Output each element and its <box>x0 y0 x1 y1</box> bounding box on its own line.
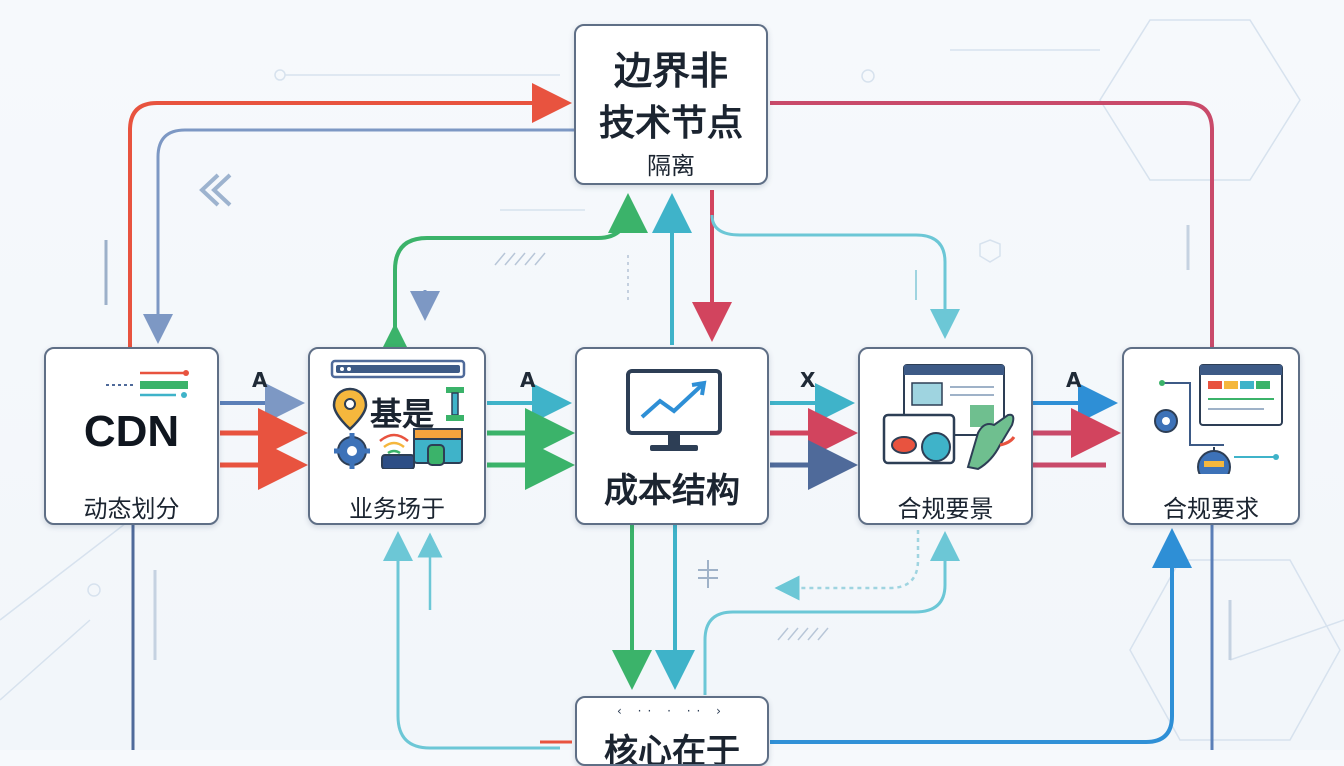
stacked-arrows-icon <box>199 173 232 207</box>
node-compliance-scene[interactable]: 合规要景 <box>858 347 1033 525</box>
node-req-label: 合规要求 <box>1163 495 1259 523</box>
compliance-scene-illustration <box>882 364 1016 471</box>
compliance-req-illustration <box>1154 364 1283 474</box>
node-top-line3: 隔离 <box>647 152 695 180</box>
edge-top-to-compliance-req <box>770 101 1214 350</box>
node-scene-label: 合规要景 <box>897 495 994 523</box>
edge-core-to-scene <box>703 531 960 695</box>
gear-icon <box>334 433 370 469</box>
node-cdn-subtitle: 动态划分 <box>83 495 180 523</box>
node-compliance-requirement[interactable]: 合规要求 <box>1122 347 1300 525</box>
equals-mark <box>698 560 718 588</box>
edge-top-to-scene <box>710 214 960 339</box>
node-cost-structure[interactable]: 成本结构 <box>575 347 769 525</box>
node-business-scenario[interactable]: 基是 业务场于 <box>308 347 486 525</box>
edge-core-to-req <box>770 528 1192 744</box>
node-cdn-title: CDN <box>83 407 180 456</box>
node-core-label: 核心在于 <box>604 732 740 766</box>
browser-window-icon <box>330 359 466 379</box>
node-boundary-isolation[interactable]: 边界非 技术节点 隔离 <box>574 24 768 185</box>
wifi-icon <box>379 433 409 455</box>
pillar-icon <box>446 387 464 421</box>
core-dots: ‹ ·· · ·· › <box>617 704 727 718</box>
edge-business-top-green <box>375 193 648 363</box>
edge-label-scene-req: A <box>1066 368 1082 392</box>
browser-window-icon <box>1199 364 1283 426</box>
node-core[interactable]: ‹ ·· · ·· › 核心在于 <box>575 696 769 766</box>
node-top-line1: 边界非 <box>613 49 728 93</box>
node-business-inline-text: 基是 <box>370 395 435 433</box>
node-cost-label: 成本结构 <box>604 471 740 511</box>
edge-label-business-cost: A <box>520 368 536 392</box>
location-pin-icon <box>332 387 368 431</box>
node-top-line2: 技术节点 <box>598 103 743 144</box>
business-illustration <box>330 359 466 469</box>
gear-icon <box>1154 409 1178 433</box>
edge-top-to-cdn <box>143 128 575 344</box>
edge-bottom-to-business <box>383 531 560 750</box>
hand-icon <box>966 413 1016 471</box>
node-cdn[interactable]: CDN 动态划分 <box>44 347 219 525</box>
robot-icon <box>1197 447 1231 474</box>
monitor-chart-icon <box>626 369 722 451</box>
slider-lines-icon <box>106 370 189 398</box>
device-cluster-icon <box>381 428 463 469</box>
edge-scene-to-core-dashed <box>774 530 920 601</box>
edge-label-cdn-business: A <box>252 368 268 392</box>
diagram-canvas <box>0 19 1344 750</box>
edge-cdn-to-top <box>128 83 572 350</box>
edge-label-cost-scene: X <box>800 368 816 392</box>
node-business-label: 业务场于 <box>349 495 445 523</box>
